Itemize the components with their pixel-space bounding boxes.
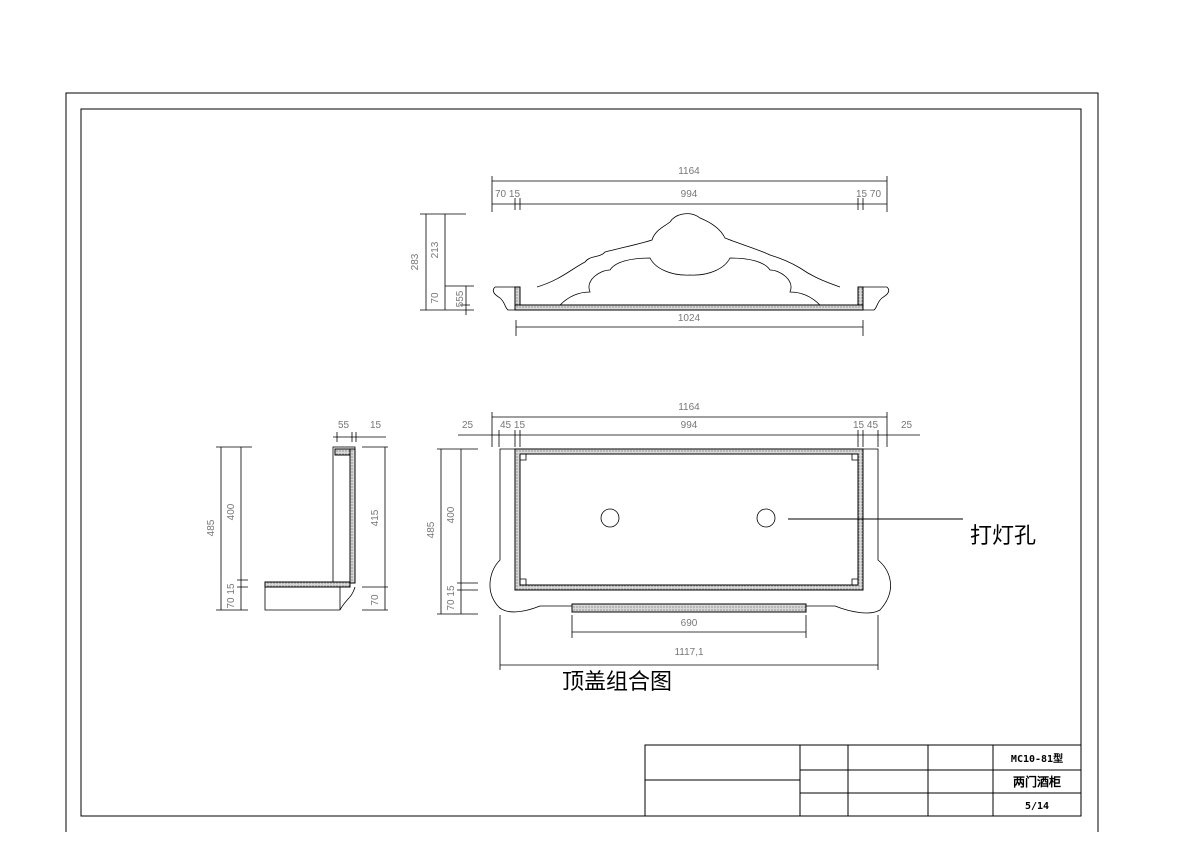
side-section: 485 400 70 15 55 15 415 70 xyxy=(206,420,388,611)
dim-total-height: 485 xyxy=(206,519,217,536)
title-block-name: 两门酒柜 xyxy=(1013,774,1061,789)
title-block-sheet: 5/14 xyxy=(1025,801,1049,812)
dim-overall-width: 1164 xyxy=(678,166,700,177)
dim-right-offsets: 15 70 xyxy=(856,189,881,200)
dim-base-height: 70 xyxy=(370,594,381,606)
dim-lower-height: 70 xyxy=(430,292,441,304)
callout-light-hole: 打灯孔 xyxy=(970,524,1036,549)
plan-view: 1164 25 45 15 994 15 45 25 485 400 70 15… xyxy=(426,402,1036,670)
dim-upper-height: 400 xyxy=(226,503,237,520)
dim-total-height: 485 xyxy=(426,521,437,538)
dim-right-offsets: 15 45 xyxy=(853,420,878,431)
light-hole-right xyxy=(756,508,776,528)
dim-overall-width: 1164 xyxy=(678,402,700,413)
dim-upper-height: 400 xyxy=(446,506,457,523)
dim-total-height: 283 xyxy=(410,253,421,270)
dim-right-margin: 25 xyxy=(901,420,913,431)
dim-inner-width: 994 xyxy=(681,189,698,200)
dim-left-offsets: 70 15 xyxy=(495,189,520,200)
dim-lower-offsets: 70 15 xyxy=(446,585,457,610)
dim-board-height: 415 xyxy=(370,509,381,526)
dim-strip-width: 690 xyxy=(681,618,698,629)
dim-left-offsets: 45 15 xyxy=(500,420,525,431)
light-hole-left xyxy=(600,508,620,528)
dim-base-height: 555 xyxy=(455,290,466,307)
dim-side-thickness: 15 xyxy=(370,420,382,431)
dim-upper-height: 213 xyxy=(430,241,441,258)
dim-lower-offsets: 70 15 xyxy=(226,583,237,608)
top-elevation: 1164 70 15 994 15 70 283 213 70 555 1024 xyxy=(410,166,890,336)
drawing-title: 顶盖组合图 xyxy=(562,670,672,695)
dim-top-thickness: 55 xyxy=(338,420,350,431)
dim-base-width: 1117,1 xyxy=(674,647,704,658)
dim-left-margin: 25 xyxy=(462,420,474,431)
dim-inner-width: 994 xyxy=(681,420,698,431)
title-block: MC10-81型 两门酒柜 5/14 xyxy=(644,744,1082,817)
title-block-model: MC10-81型 xyxy=(1011,752,1063,765)
dim-bottom-width: 1024 xyxy=(678,313,701,324)
drawing-frame xyxy=(65,92,1099,832)
